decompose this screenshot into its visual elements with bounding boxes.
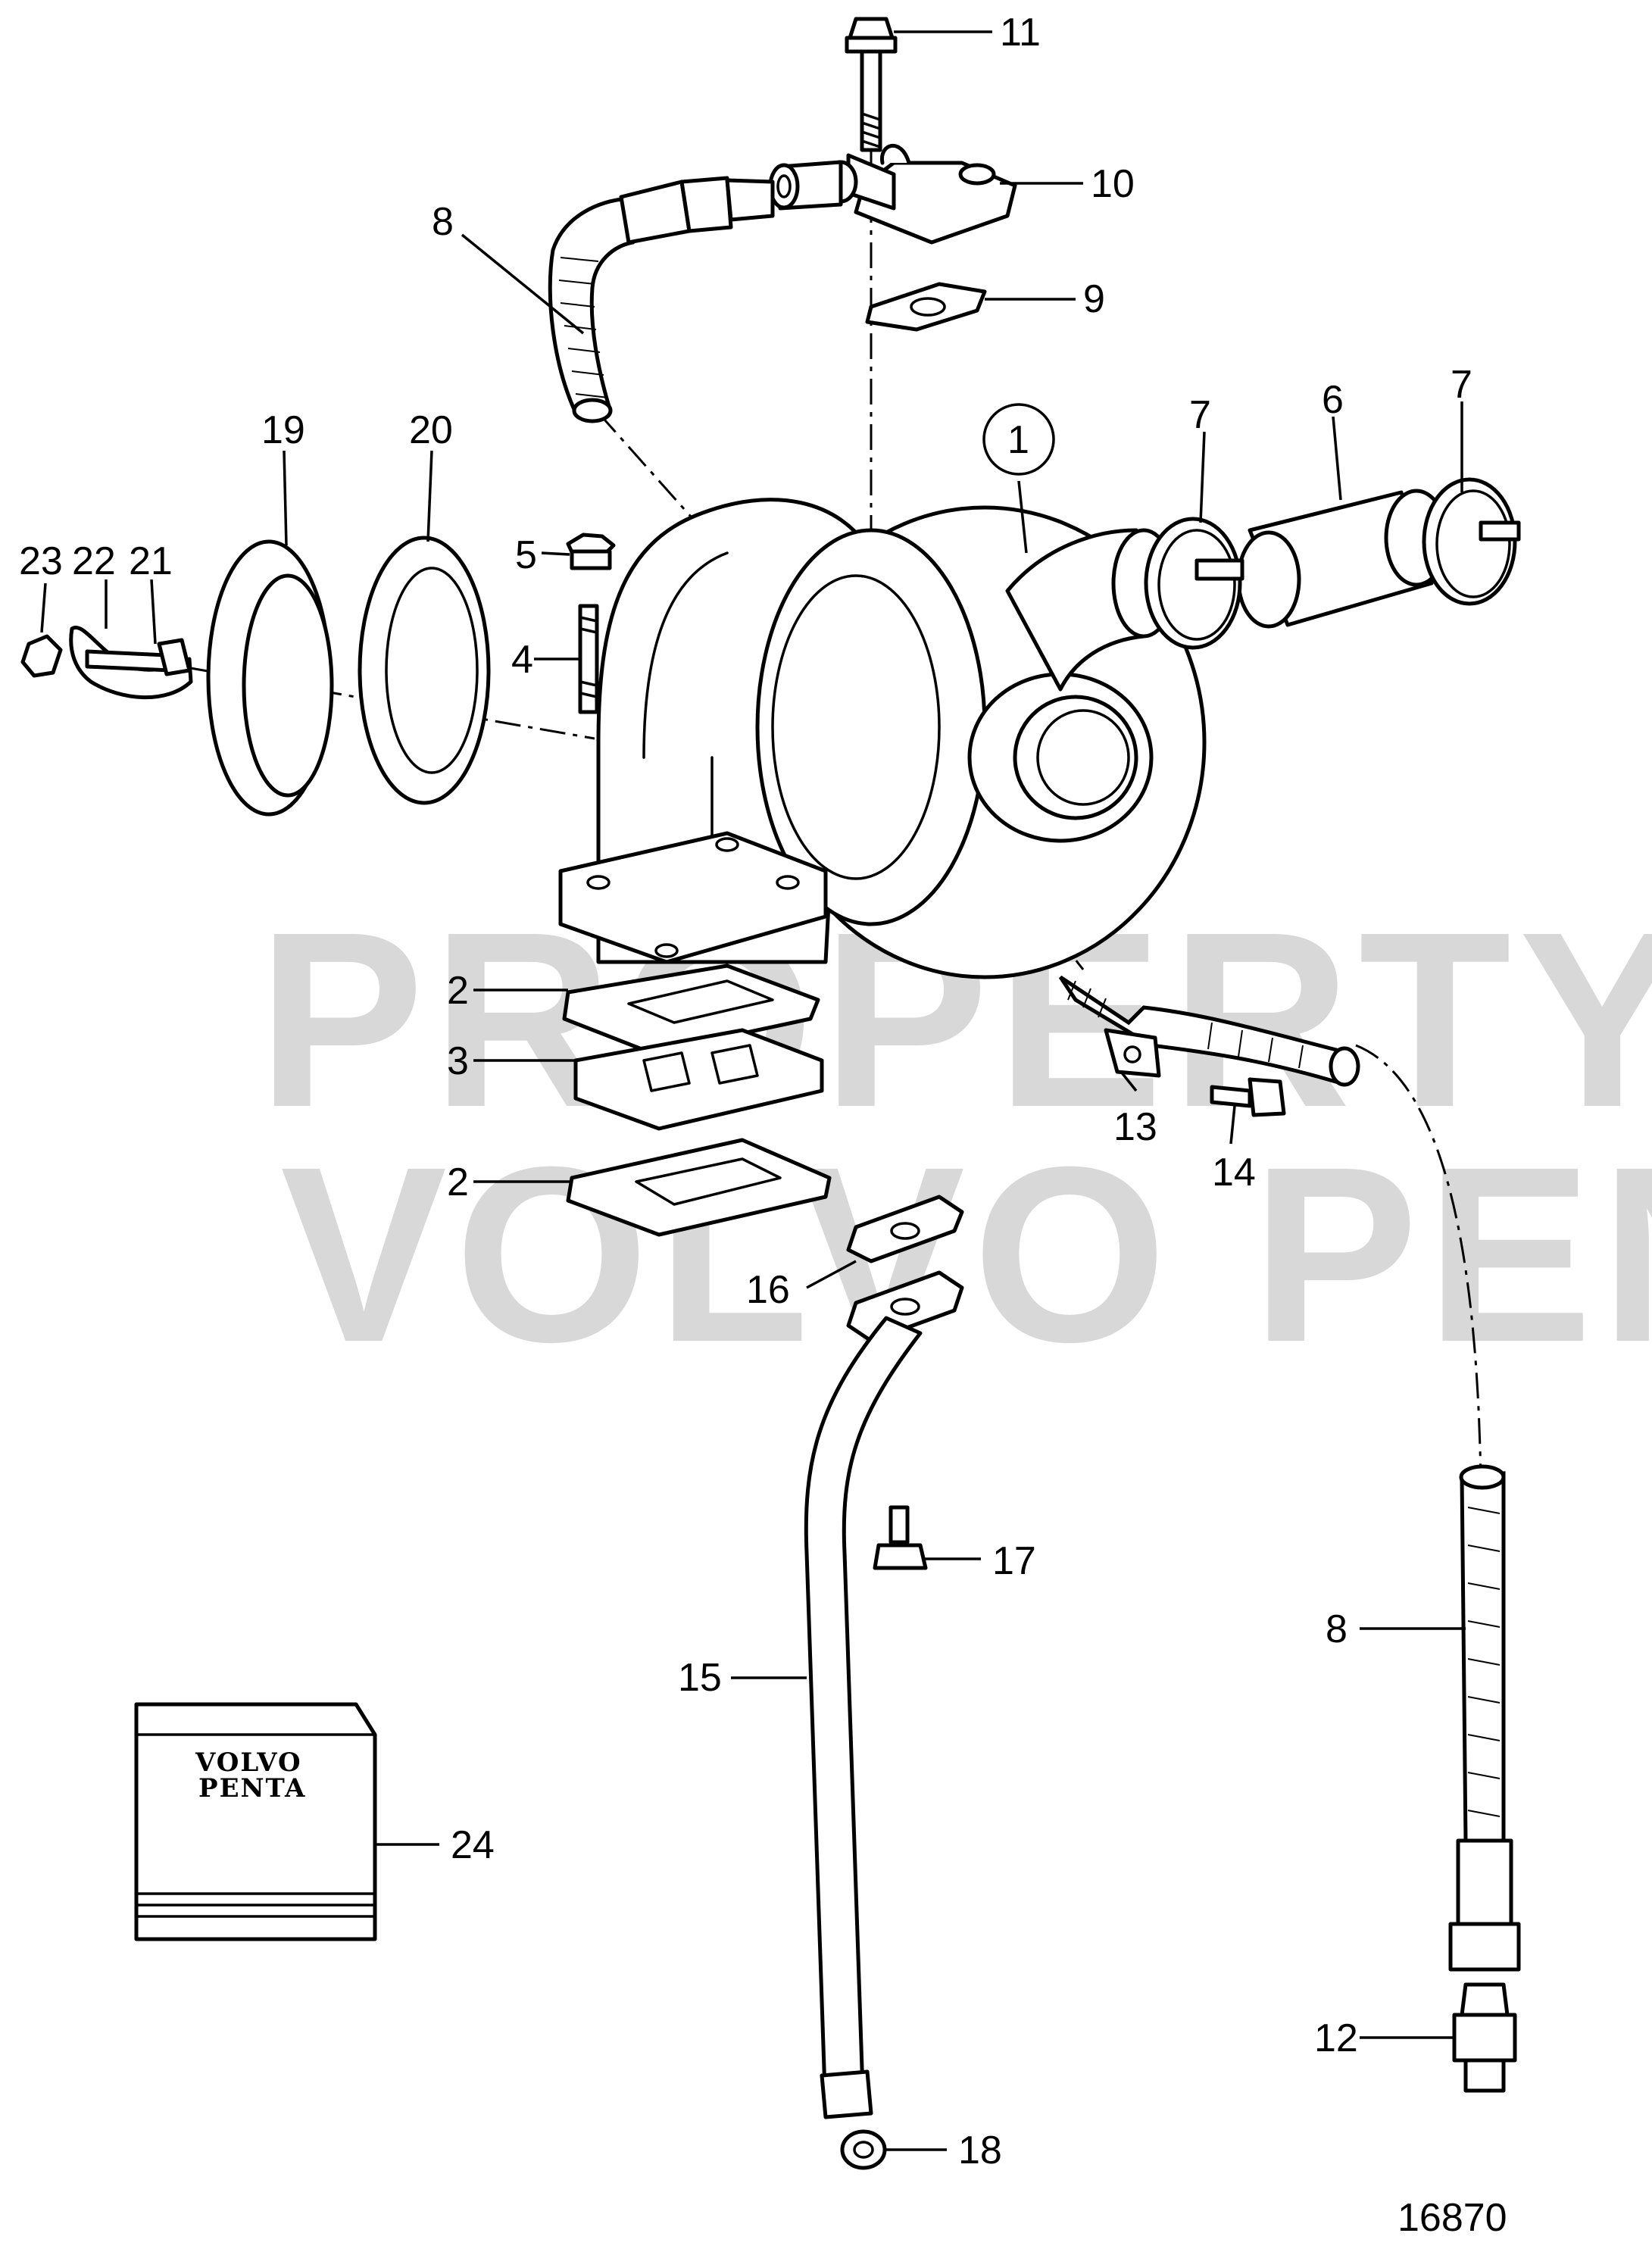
callout-13: 13 (1113, 1105, 1157, 1149)
callout-8-upper: 8 (432, 200, 454, 244)
callout-7-right: 7 (1451, 363, 1472, 407)
gasket-part-9 (865, 282, 987, 332)
figure-number: 16870 (1397, 2196, 1507, 2240)
oil-hose-lower-part-8 (1448, 1464, 1521, 1972)
callout-18: 18 (958, 2129, 1002, 2172)
callout-21: 21 (129, 539, 173, 583)
clamp-assembly-parts-21-23 (20, 625, 193, 700)
callout-4: 4 (511, 638, 533, 682)
callout-22: 22 (72, 539, 116, 583)
callout-11: 11 (1000, 11, 1041, 55)
callout-16: 16 (746, 1268, 790, 1312)
callout-7-left: 7 (1189, 393, 1211, 437)
booklet-brand-line-2: PENTA (198, 1773, 306, 1804)
gasket-ring-part-20 (358, 536, 491, 805)
nut-part-5 (566, 533, 616, 570)
callout-3: 3 (447, 1039, 469, 1083)
nipple-part-12 (1452, 1982, 1517, 2093)
callout-17: 17 (992, 1539, 1036, 1583)
gasket-part-2-upper (562, 964, 820, 1055)
callout-9: 9 (1083, 277, 1105, 321)
callout-6: 6 (1322, 378, 1344, 422)
hose-section-lower-part-8 (1058, 975, 1360, 1087)
spacer-part-3 (573, 1028, 824, 1131)
bolt-part-17 (873, 1505, 928, 1570)
drain-pipe-part-15 (804, 1316, 923, 2119)
nut-part-23 (20, 634, 63, 678)
callout-15: 15 (678, 1656, 722, 1700)
gasket-part-16 (846, 1195, 964, 1343)
booklet-brand-line-1: VOLVO (195, 1747, 302, 1778)
callout-1: 1 (1007, 418, 1029, 462)
hose-sleeve-part-6 (1236, 489, 1449, 629)
callout-labels: 11 10 9 8 1 7 6 7 19 20 21 22 23 5 4 2 3… (19, 11, 1472, 2172)
callout-12: 12 (1314, 2016, 1358, 2060)
hose-clamp-part-7-right (1422, 477, 1521, 606)
ring-part-19 (206, 539, 334, 817)
callout-19: 19 (261, 408, 305, 452)
stud-part-21 (85, 649, 173, 673)
bolt-part-11 (845, 17, 898, 152)
clip-part-13 (1104, 1028, 1161, 1078)
callout-20: 20 (409, 408, 453, 452)
callout-23: 23 (19, 539, 63, 583)
callout-2-upper: 2 (447, 969, 469, 1013)
stud-part-4 (578, 604, 599, 714)
banjo-fitting-part-10 (768, 144, 1017, 245)
callout-14: 14 (1212, 1151, 1256, 1195)
bolt-part-14 (1210, 1077, 1286, 1117)
callout-10: 10 (1091, 162, 1135, 206)
callout-1-circle (982, 403, 1055, 476)
turbocharger-part-1 (558, 498, 1207, 979)
oil-hose-upper-part-8 (548, 176, 775, 423)
washer-part-18 (840, 2129, 887, 2170)
hose-clamp-part-7-left (1144, 517, 1244, 650)
callout-8-lower: 8 (1326, 1607, 1348, 1651)
callout-24: 24 (451, 1823, 495, 1867)
gasket-part-2-lower (566, 1138, 832, 1237)
booklet-part-24: VOLVO PENTA (134, 1702, 377, 1941)
leader-lines (40, 30, 1466, 2151)
callout-2-lower: 2 (447, 1160, 469, 1204)
watermark-line-2: VOLVO PENTA (280, 1114, 1652, 1394)
callout-5: 5 (515, 533, 537, 577)
